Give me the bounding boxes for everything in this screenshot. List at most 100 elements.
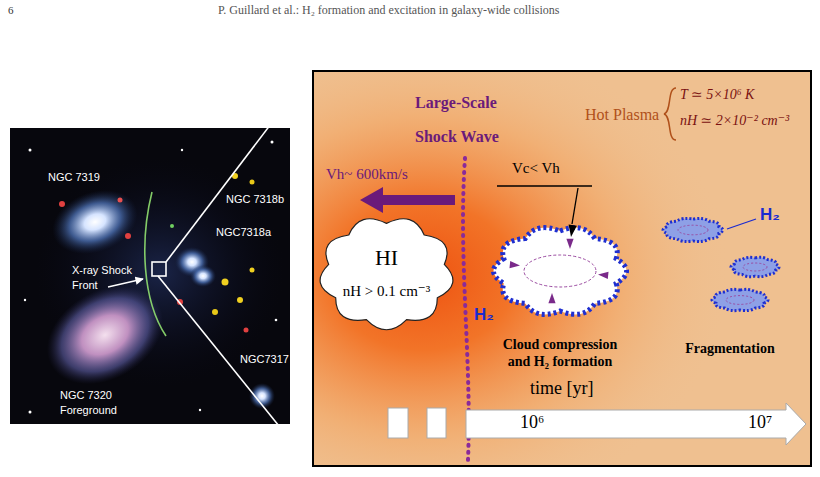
star	[24, 299, 26, 301]
time-block	[388, 408, 408, 438]
galaxy-ngc7320	[29, 266, 180, 404]
species-name: HI	[375, 245, 398, 271]
fragment-core	[678, 225, 708, 235]
cloud-fragment	[712, 289, 768, 310]
photo-ground	[10, 128, 290, 424]
plasma-parameter: nH ≃ 2×10⁻² cm⁻³	[680, 112, 789, 129]
page-number: 6	[8, 4, 14, 16]
compression-arrow	[566, 239, 573, 249]
label-anchor: NGC 7318b	[226, 192, 284, 207]
zoom-line	[158, 276, 312, 467]
galaxy-name: NGC7318a	[216, 225, 271, 240]
label-anchor: Vh~ 600km/s	[326, 166, 408, 183]
shock-front-arc	[145, 192, 166, 336]
shock-title: Large-Scale Shock Wave	[415, 86, 515, 154]
red-knot	[118, 198, 123, 203]
label-anchor: H₂	[760, 205, 780, 225]
star	[199, 409, 201, 411]
axis-tick: 10⁷	[748, 412, 772, 433]
label-anchor: 10⁷	[748, 412, 772, 433]
velocity-label: Vh~ 600km/s	[326, 166, 408, 183]
compressed-cloud: Cloud compression and H₂ formation	[485, 218, 635, 370]
stage-caption: Cloud compression and H₂ formation	[491, 336, 629, 370]
galaxy-name: NGC7317	[240, 352, 289, 367]
yellow-knot	[250, 268, 255, 273]
leader-line	[727, 219, 756, 229]
label-anchor: T ≃ 5×10⁶ K	[680, 86, 754, 103]
density-value: nH > 0.1 cm⁻³	[343, 281, 431, 301]
star	[271, 141, 274, 144]
star	[181, 149, 183, 151]
molecule-label: H₂	[474, 305, 494, 325]
red-knot	[125, 233, 131, 239]
panel-border	[313, 71, 811, 466]
yellow-knot	[250, 180, 255, 185]
galaxy-name: NGC 7318b	[226, 192, 284, 207]
label-anchor: time [yr]	[530, 378, 593, 399]
star	[29, 149, 32, 152]
cloud-fragment	[731, 257, 779, 276]
label-anchor: H₂	[474, 305, 494, 325]
cloud-outline	[320, 219, 453, 330]
galaxy-ngc7319	[43, 179, 146, 265]
red-knot	[244, 328, 249, 333]
yellow-knot	[237, 297, 243, 303]
compression-arrow	[598, 272, 609, 279]
velocity-bar	[497, 185, 592, 186]
feature-name: X-ray Shock Front	[72, 263, 144, 293]
zoom-square	[152, 262, 166, 276]
label-anchor: Vc< Vh	[512, 160, 560, 177]
galaxy-name: NGC 7319	[48, 170, 100, 185]
node-outline	[655, 205, 805, 330]
label-anchor: Large-Scale Shock Wave	[415, 86, 515, 154]
label-anchor: NGC 7320 Foreground	[60, 388, 138, 418]
fragment-core	[743, 263, 767, 271]
velocity-arrow	[360, 187, 455, 213]
star	[275, 319, 278, 322]
pointer-arrow	[108, 279, 143, 287]
hot-glow	[313, 71, 811, 466]
brace	[664, 88, 676, 140]
label-anchor: NGC 7319	[48, 170, 100, 185]
time-block	[427, 408, 446, 438]
time-arrow	[466, 403, 806, 445]
label-anchor: NGC7318a	[216, 225, 271, 240]
plasma-title: Hot Plasma	[585, 106, 659, 124]
label-anchor: NGC7317	[240, 352, 289, 367]
star-forming-knots	[59, 173, 255, 333]
label-anchor: Hot Plasma	[585, 106, 659, 124]
label-anchor: X-ray Shock Front	[72, 263, 144, 293]
cloud-fragment	[663, 218, 723, 241]
h2-shell	[493, 228, 626, 315]
cloud-fragments: Fragmentation	[655, 205, 805, 357]
red-knot	[59, 201, 65, 207]
running-header: P. Guillard et al.: H₂ formation and exc…	[218, 3, 559, 18]
fragment-core	[726, 296, 754, 305]
label-anchor: P. Guillard et al.: H₂ formation and exc…	[218, 3, 559, 18]
axis-title: time [yr]	[530, 378, 593, 399]
label-anchor: nH ≃ 2×10⁻² cm⁻³	[680, 112, 789, 129]
yellow-knot	[212, 309, 218, 315]
galaxy-name: NGC 7320 Foreground	[60, 388, 138, 418]
compression-arrow	[548, 293, 555, 303]
leader-line	[572, 188, 578, 224]
gas-cloud: HI nH > 0.1 cm⁻³	[315, 212, 458, 334]
label-anchor: 6	[8, 4, 14, 16]
axis-tick: 10⁶	[520, 412, 544, 433]
node-outline	[315, 212, 458, 334]
green-knot	[170, 224, 174, 228]
arrow-head	[569, 225, 577, 237]
galaxy-ngc7318a	[190, 265, 216, 287]
compression-arrow	[510, 261, 521, 268]
velocity-label: Vc< Vh	[512, 160, 560, 177]
inner-core	[524, 255, 596, 287]
zoom-line	[166, 70, 312, 262]
node-outline	[485, 218, 635, 324]
molecule-label: H₂	[760, 205, 780, 225]
stars	[24, 141, 278, 414]
stage-caption: Fragmentation	[685, 340, 774, 357]
label-anchor: 10⁶	[520, 412, 544, 433]
plasma-parameter: T ≃ 5×10⁶ K	[680, 86, 754, 103]
yellow-knot	[222, 279, 229, 286]
